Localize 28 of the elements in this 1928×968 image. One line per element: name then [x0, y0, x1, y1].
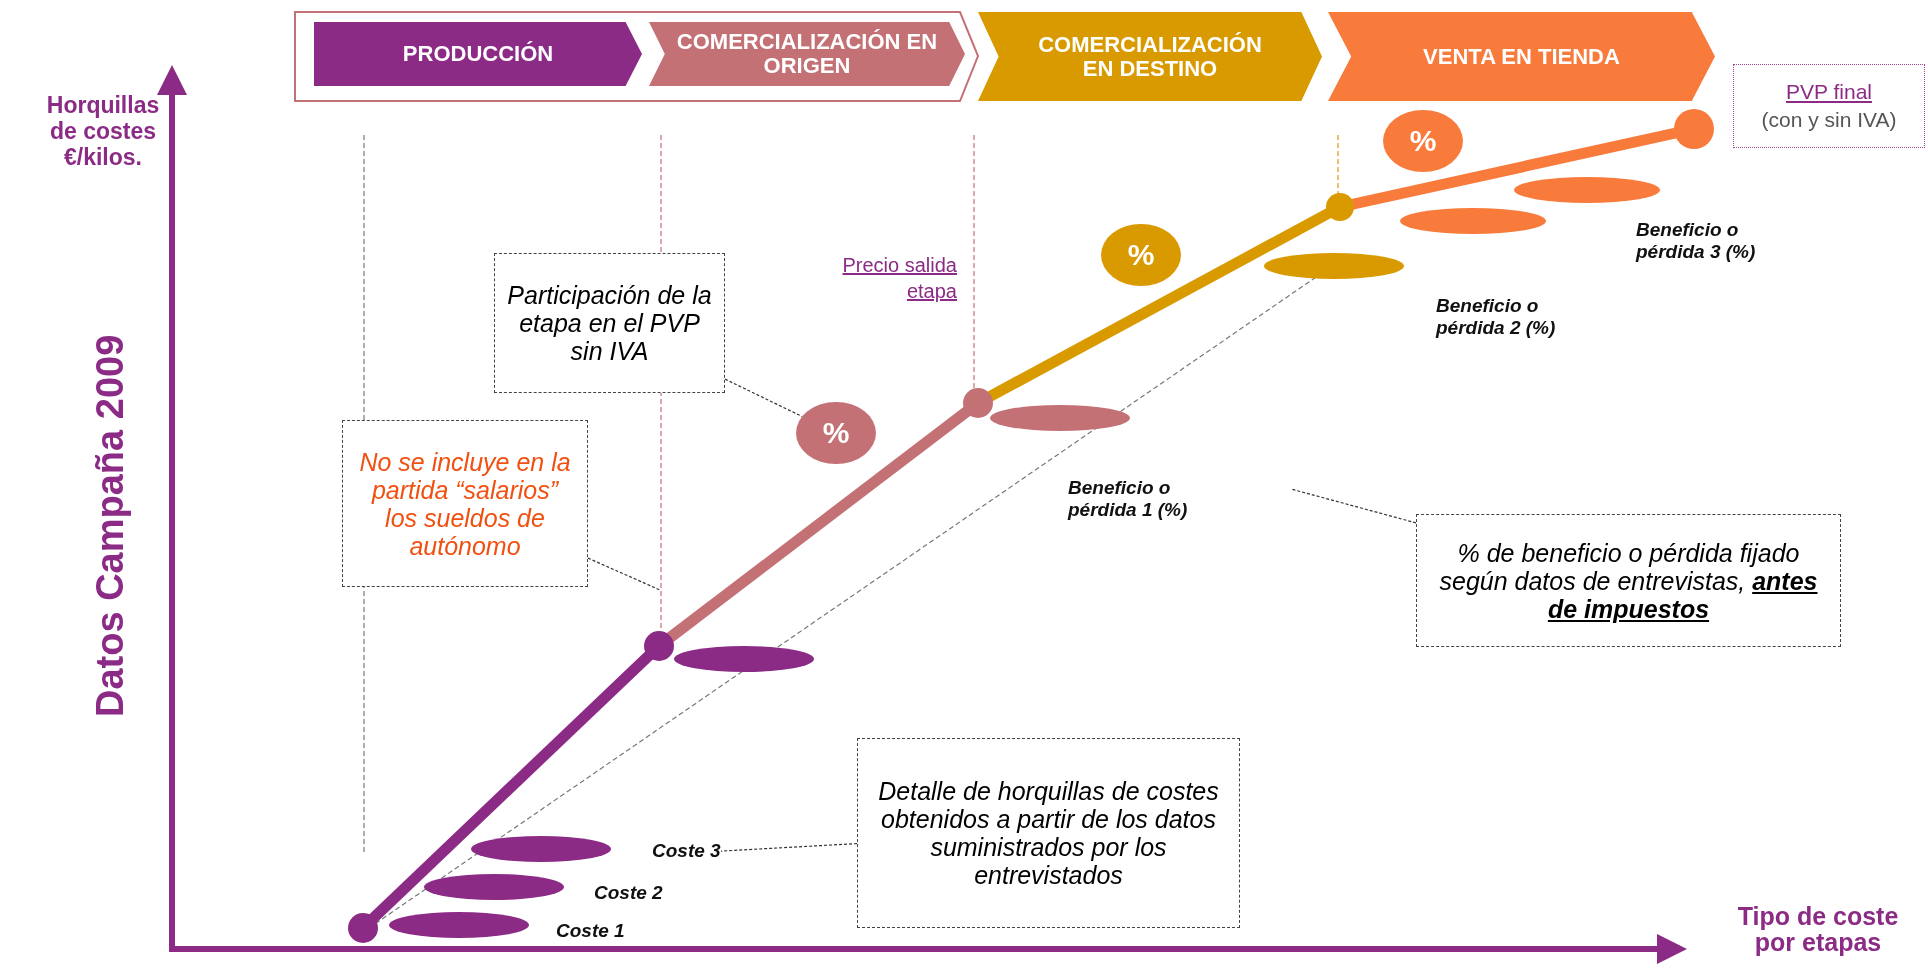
price-box — [1733, 64, 1925, 148]
cost-label: Coste 1 — [556, 920, 626, 942]
profit-label: Beneficio o pérdida 3 (%) — [1636, 219, 1757, 263]
axis-title: Tipo de coste por etapas — [1736, 903, 1900, 955]
cost-label: Coste 2 — [594, 882, 664, 904]
profit-label: Beneficio o pérdida 2 (%) — [1436, 295, 1557, 339]
leader-line — [587, 557, 661, 591]
stage-banner: VENTA EN TIENDA — [1328, 12, 1715, 101]
percent-badge: % — [1101, 224, 1181, 286]
stage-banner: PRODUCCIÓN — [314, 22, 642, 86]
profit-label: Beneficio o pérdida 1 (%) — [1068, 477, 1189, 521]
leader-line — [1290, 488, 1417, 524]
callout-note: Detalle de horquillas de costes obtenidos a partir de los datos suministrados por los entrevistados — [857, 738, 1240, 928]
price-link: PVP final — [1786, 79, 1872, 105]
price-note: (con y sin IVA) — [1761, 107, 1897, 133]
callout-note: Participación de la etapa en el PVP sin IVA — [494, 253, 725, 393]
axis-title: Datos Campaña 2009 — [88, 333, 132, 720]
price-label: Precio salida etapa — [841, 253, 957, 304]
cost-label: Coste 3 — [652, 840, 721, 866]
callout-note: % de beneficio o pérdida fijado según datos de entrevistas, antes de impuestos — [1416, 514, 1841, 647]
axis-title: Horquillas de costes €/kilos. — [45, 92, 161, 170]
percent-badge: % — [1383, 110, 1463, 172]
stage-banner: COMERCIALIZACIÓN EN ORIGEN — [649, 22, 965, 86]
percent-badge: % — [796, 402, 876, 464]
callout-note: No se incluye en la partida “salarios” los sueldos de autónomo — [342, 420, 588, 587]
stage-banner: COMERCIALIZACIÓN EN DESTINO — [978, 12, 1322, 101]
leader-line — [724, 378, 803, 418]
leader-line — [720, 843, 858, 852]
